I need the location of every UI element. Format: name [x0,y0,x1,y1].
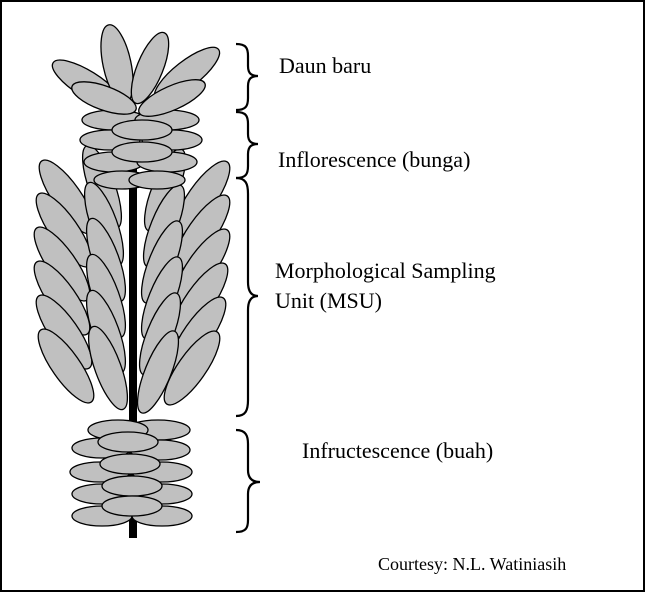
infructescence-cluster [69,419,193,527]
inflorescence-cluster [79,109,203,190]
main-stem [129,152,137,538]
msu-right-leaves [136,148,231,414]
label-infructescence: Infructescence (buah) [302,438,494,463]
bracket-inflorescence [235,110,259,180]
label-daun-baru: Daun baru [279,53,372,78]
label-inflorescence: Inflorescence (bunga) [278,147,471,172]
msu-left-leaves [33,144,129,411]
label-msu-line2: Unit (MSU) [275,288,382,313]
new-leaves-cluster [51,24,221,117]
bracket-daun-baru [235,42,259,112]
bracket-infructescence [235,428,261,534]
courtesy-credit: Courtesy: N.L. Watiniasih [378,554,567,574]
bracket-msu [235,176,259,418]
label-msu-line1: Morphological Sampling [275,258,496,283]
